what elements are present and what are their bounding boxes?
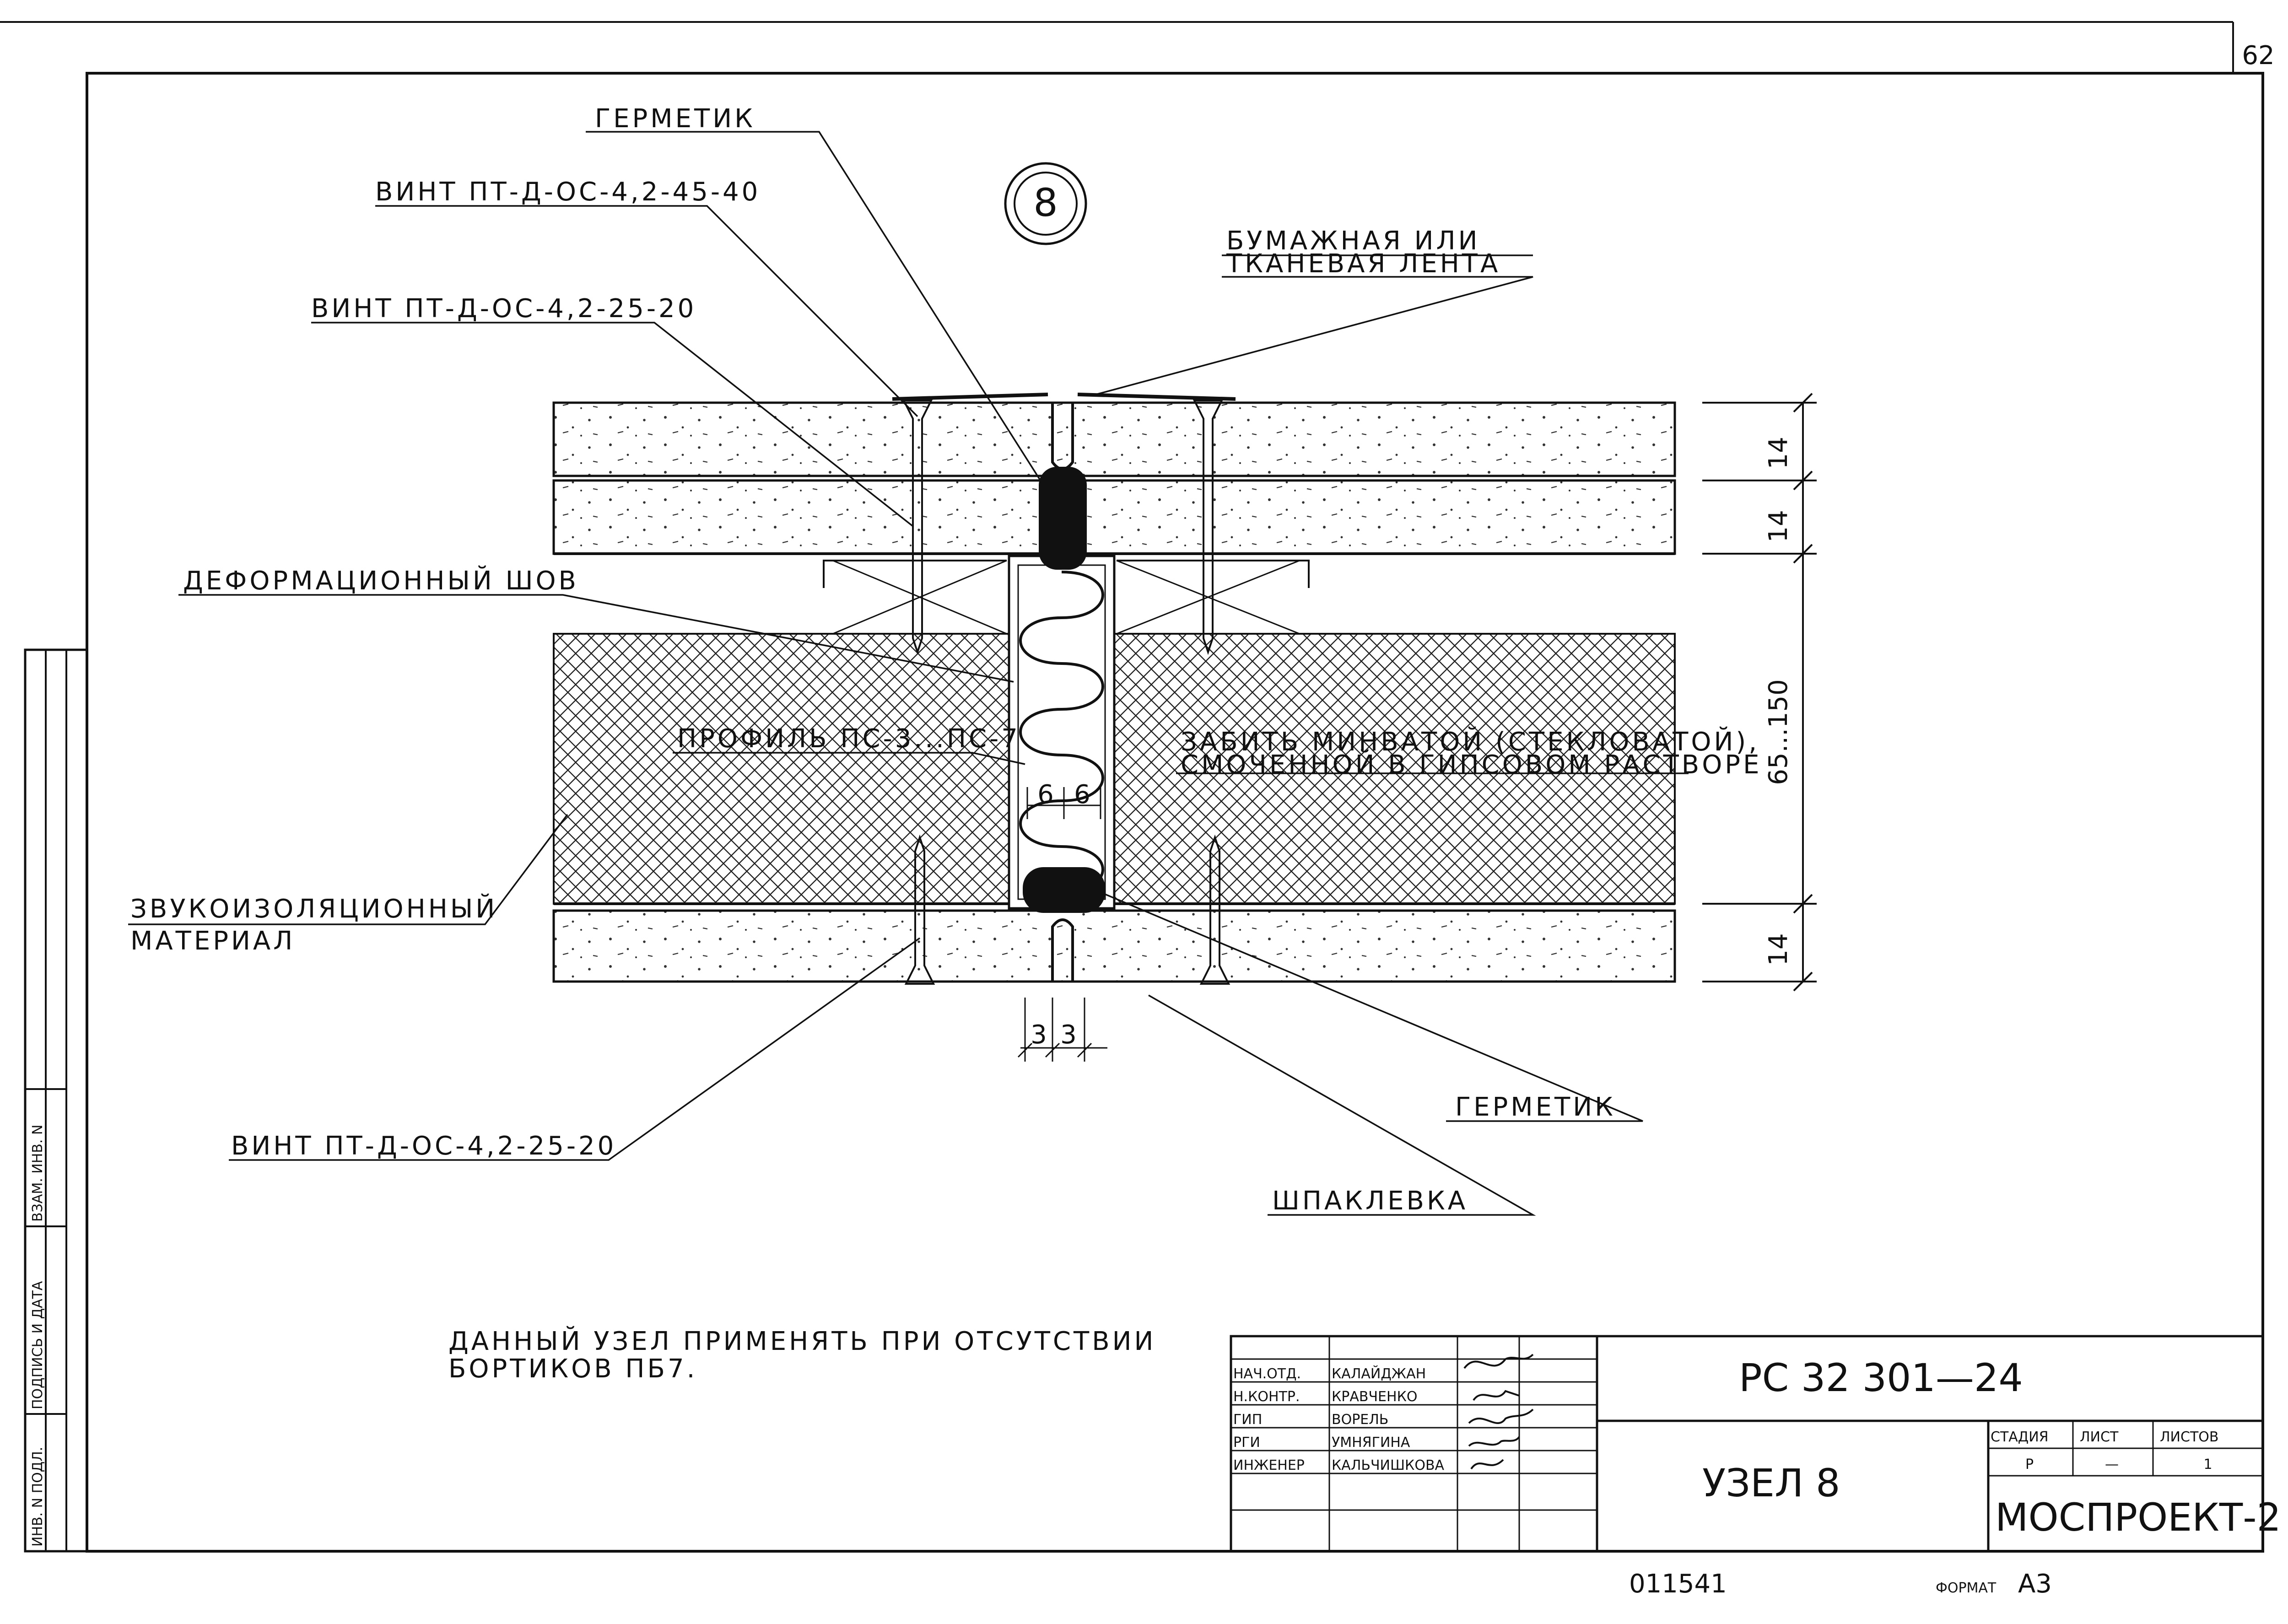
- label-putty: ШПАКЛЕВКА: [1272, 1186, 1468, 1216]
- label-deformation-joint: ДЕФОРМАЦИОННЫЙ ШОВ: [183, 566, 579, 596]
- format-value: А3: [2018, 1569, 2052, 1599]
- paper-tape: [892, 393, 1236, 401]
- svg-text:ВОРЕЛЬ: ВОРЕЛЬ: [1332, 1412, 1388, 1428]
- label-sealant-bottom: ГЕРМЕТИК: [1455, 1092, 1616, 1122]
- label-screw-25-20-top: ВИНТ ПТ-Д-ОС-4,2-25-20: [311, 294, 696, 324]
- sheets-value: 1: [2203, 1457, 2212, 1473]
- stage-value: Р: [2025, 1457, 2034, 1473]
- joint-groove-bottom: [1051, 918, 1074, 982]
- svg-text:ГИП: ГИП: [1233, 1412, 1262, 1428]
- format-label: ФОРМАТ: [1936, 1580, 1997, 1596]
- side-stamp: [24, 648, 88, 1553]
- profile-zone: [823, 560, 1310, 635]
- svg-text:КАЛАЙДЖАН: КАЛАЙДЖАН: [1332, 1365, 1426, 1382]
- title-block-roles: НАЧ.ОТД. КАЛАЙДЖАН Н.КОНТР. КРАВЧЕНКО ГИ…: [1233, 1365, 1445, 1473]
- note-line2: БОРТИКОВ ПБ7.: [448, 1354, 697, 1384]
- sealant-top-plug: [1039, 467, 1087, 570]
- dim-layer-bottom: 14: [1764, 933, 1793, 966]
- dimension-inner: [1017, 787, 1107, 1062]
- dim-core: 65...150: [1764, 679, 1793, 785]
- svg-text:НАЧ.ОТД.: НАЧ.ОТД.: [1233, 1366, 1301, 1382]
- label-insulation-line2: МАТЕРИАЛ: [130, 926, 295, 956]
- svg-text:ИНЖЕНЕР: ИНЖЕНЕР: [1233, 1457, 1305, 1473]
- dim-layer-2: 14: [1764, 510, 1793, 542]
- svg-text:КАЛЬЧИШКОВА: КАЛЬЧИШКОВА: [1332, 1457, 1445, 1473]
- sealant-bottom-plug: [1023, 867, 1105, 913]
- label-sealant-top: ГЕРМЕТИК: [595, 104, 755, 134]
- note-line1: ДАННЫЙ УЗЕЛ ПРИМЕНЯТЬ ПРИ ОТСУТСТВИИ: [448, 1326, 1156, 1356]
- label-insulation-line1: ЗВУКОИЗОЛЯЦИОННЫЙ: [130, 894, 497, 924]
- label-fill-line2: СМОЧЕННОЙ В ГИПСОВОМ РАСТВОРЕ: [1181, 750, 1762, 780]
- svg-text:Н.КОНТР.: Н.КОНТР.: [1233, 1389, 1300, 1405]
- svg-text:РГИ: РГИ: [1233, 1435, 1260, 1451]
- stamp-replaced-inventory: ВЗАМ. ИНВ. N: [30, 1125, 46, 1222]
- label-screw-25-20-bottom: ВИНТ ПТ-Д-ОС-4,2-25-20: [231, 1131, 616, 1161]
- dim-gap-inner: 6: [1037, 780, 1054, 809]
- stamp-signature-date: ПОДПИСЬ И ДАТА: [30, 1281, 46, 1409]
- document-code: РС 32 301—24: [1739, 1355, 2023, 1400]
- dim-gap-right: 3: [1060, 1020, 1077, 1050]
- svg-text:8: 8: [1033, 180, 1058, 225]
- svg-text:КРАВЧЕНКО: КРАВЧЕНКО: [1332, 1389, 1418, 1405]
- dim-gap-inner-2: 6: [1074, 780, 1090, 809]
- insulation-core: [553, 633, 1676, 905]
- node-marker: 8: [1004, 162, 1087, 245]
- screw-bottom-left: [904, 834, 935, 985]
- screw-bottom-right: [1199, 834, 1230, 985]
- board-layer-second: [552, 479, 1676, 555]
- dimension-chain-right: [1702, 393, 1817, 992]
- signatures: [1463, 1354, 1534, 1470]
- dim-layer-1: 14: [1764, 437, 1793, 469]
- stage-header: СТАДИЯ: [1991, 1429, 2049, 1445]
- screw-top-right: [1193, 399, 1224, 655]
- sheets-header: ЛИСТОВ: [2160, 1429, 2218, 1445]
- sheet-header: ЛИСТ: [2080, 1429, 2119, 1445]
- joint-groove-top: [1051, 403, 1074, 470]
- drawing-title: УЗЕЛ 8: [1702, 1461, 1840, 1505]
- label-tape-line2: ТКАНЕВАЯ ЛЕНТА: [1226, 249, 1500, 279]
- deformation-joint-column: [892, 393, 1236, 982]
- mineral-wool-spiral: [1019, 571, 1104, 894]
- svg-text:УМНЯГИНА: УМНЯГИНА: [1332, 1435, 1410, 1451]
- board-layer-bottom: [552, 909, 1676, 983]
- label-fill-line1: ЗАБИТЬ МИНВАТОЙ (СТЕКЛОВАТОЙ),: [1181, 727, 1759, 757]
- label-profile: ПРОФИЛЬ ПС-3...ПС-7: [677, 724, 1020, 754]
- leader-lines: [128, 131, 1689, 1216]
- title-block: [1230, 1335, 2264, 1553]
- dim-gap-left: 3: [1031, 1020, 1047, 1050]
- board-layer-top: [552, 401, 1676, 477]
- label-screw-45-40: ВИНТ ПТ-Д-ОС-4,2-45-40: [375, 177, 761, 207]
- label-tape-line1: БУМАЖНАЯ ИЛИ: [1226, 226, 1480, 256]
- organization: МОСПРОЕКТ-2: [1995, 1495, 2281, 1540]
- sheet-value: —: [2105, 1457, 2119, 1473]
- inventory-number: 011541: [1629, 1569, 1727, 1599]
- screw-top-left: [902, 399, 933, 655]
- sheet-number: 62: [2242, 41, 2274, 70]
- stamp-inventory-original: ИНВ. N ПОДЛ.: [30, 1447, 46, 1547]
